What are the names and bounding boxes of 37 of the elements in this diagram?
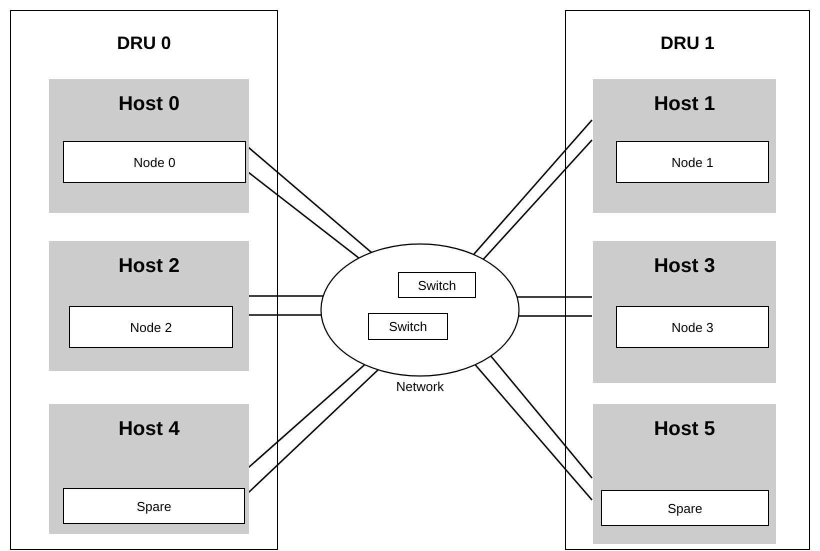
node-box: Spare (63, 488, 245, 524)
connection-line (473, 120, 593, 256)
node-box: Switch (368, 313, 448, 340)
node-box: Node 1 (616, 141, 769, 183)
connection-line (248, 314, 322, 316)
host-box (49, 79, 249, 213)
host-label: Host 2 (117, 255, 181, 278)
connection-line (517, 296, 592, 298)
connection-line (482, 140, 593, 260)
host-label: Host 0 (117, 93, 181, 116)
network-label: Network (395, 379, 445, 394)
connection-line (248, 171, 360, 259)
unit-frame (565, 10, 810, 550)
node-box: Spare (601, 490, 769, 526)
host-label: Host 1 (652, 93, 716, 116)
unit-label: DRU 0 (116, 33, 172, 54)
node-box: Switch (398, 272, 476, 298)
connection-line (248, 364, 366, 469)
node-box: Node 3 (616, 306, 769, 348)
host-box (593, 241, 776, 383)
connection-line (248, 295, 324, 297)
node-box: Node 2 (69, 306, 233, 348)
host-box (49, 241, 249, 371)
unit-frame (10, 10, 278, 550)
node-box: Node 0 (63, 141, 246, 183)
connection-line (248, 146, 372, 254)
connection-line (247, 369, 379, 494)
host-label: Host 4 (117, 418, 181, 441)
host-box (593, 79, 776, 213)
connection-line (474, 364, 593, 500)
connection-line (518, 315, 592, 317)
connection-line (490, 356, 593, 478)
host-label: Host 5 (652, 418, 716, 441)
host-box (49, 404, 249, 534)
host-box (593, 404, 776, 544)
unit-label: DRU 1 (659, 33, 716, 54)
host-label: Host 3 (652, 255, 716, 278)
